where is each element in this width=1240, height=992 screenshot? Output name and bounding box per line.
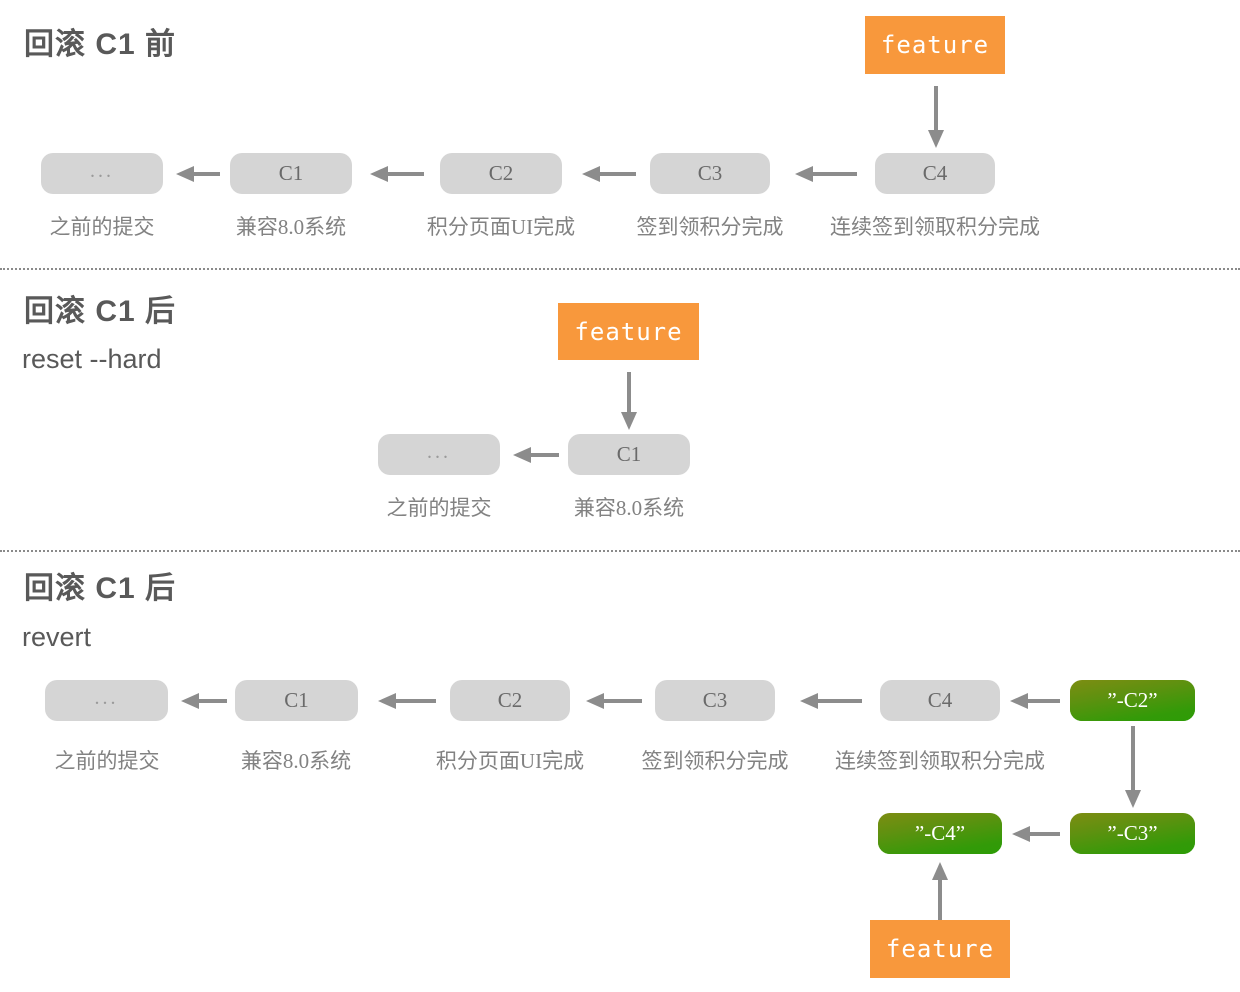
section-3-arrow-feature-to-revertc4	[932, 862, 948, 920]
section-2-node-1: C1	[568, 434, 690, 475]
section-3-revert-node-c4: ”-C4”	[878, 813, 1002, 854]
node-label: C1	[616, 442, 642, 466]
section-2-arrow-c1-to-dots	[513, 446, 559, 464]
section-3-arrow-c3-to-c2	[586, 692, 642, 710]
section-2-title: 回滚 C1 后	[24, 295, 177, 328]
section-1-caption-1: 兼容8.0系统	[235, 215, 347, 239]
section-3-node-3: C3	[655, 680, 775, 721]
section-3-arrow-revertc2-to-c4	[1010, 692, 1060, 710]
node-label: C2	[497, 688, 523, 712]
section-3-caption-0: 之前的提交	[54, 749, 160, 773]
section-2-branch-label-feature: feature	[558, 303, 699, 360]
section-1-branch-label-feature: feature	[865, 16, 1005, 74]
section-1-caption-2: 积分页面UI完成	[426, 215, 576, 239]
separator-2	[0, 550, 1240, 552]
node-label: ”-C3”	[1107, 821, 1158, 845]
section-3-node-0: ...	[45, 680, 168, 721]
section-2-caption-0: 之前的提交	[386, 496, 492, 520]
node-label: C1	[278, 161, 304, 185]
section-1-arrow-c2-to-c1	[370, 165, 424, 183]
node-label: ...	[94, 686, 119, 709]
section-3-arrow-c2-to-c1	[378, 692, 436, 710]
section-1-arrow-feature-to-c4	[928, 86, 944, 150]
section-3-caption-1: 兼容8.0系统	[240, 749, 352, 773]
separator-1	[0, 268, 1240, 270]
branch-label-text: feature	[880, 31, 990, 59]
section-3-title: 回滚 C1 后	[24, 572, 177, 605]
branch-label-text: feature	[574, 317, 683, 346]
section-1-arrow-c3-to-c2	[582, 165, 636, 183]
branch-label-text: feature	[885, 935, 995, 963]
section-1-caption-0: 之前的提交	[49, 215, 155, 239]
section-1-node-3: C3	[650, 153, 770, 194]
section-1-node-0: ...	[41, 153, 163, 194]
section-3-arrow-c1-to-dots	[181, 692, 227, 710]
section-1-arrow-c4-to-c3	[795, 165, 857, 183]
section-3-revert-node-c3: ”-C3”	[1070, 813, 1195, 854]
node-label: C4	[927, 688, 953, 712]
node-label: ”-C4”	[914, 821, 966, 845]
section-3-subtitle: revert	[22, 622, 92, 652]
node-label: ”-C2”	[1107, 688, 1158, 712]
section-3-arrow-revertc3-to-revertc4	[1012, 825, 1060, 843]
section-3-node-1: C1	[235, 680, 358, 721]
section-3-branch-label-feature: feature	[870, 920, 1010, 978]
node-label: C2	[488, 161, 514, 185]
node-label: C3	[702, 688, 728, 712]
node-label: C4	[922, 161, 948, 185]
section-3-caption-4: 连续签到领取积分完成	[835, 749, 1045, 773]
section-3-node-2: C2	[450, 680, 570, 721]
section-2-arrow-feature-to-c1	[621, 372, 637, 432]
section-3-caption-2: 积分页面UI完成	[435, 749, 585, 773]
section-1-node-1: C1	[230, 153, 352, 194]
section-1-node-4: C4	[875, 153, 995, 194]
section-2-caption-1: 兼容8.0系统	[573, 496, 685, 520]
section-2-subtitle: reset --hard	[22, 344, 162, 374]
node-label: C1	[284, 688, 309, 712]
node-label: C3	[697, 161, 723, 185]
section-1-caption-4: 连续签到领取积分完成	[830, 215, 1040, 239]
section-1-title: 回滚 C1 前	[24, 28, 177, 61]
node-label: ...	[427, 440, 451, 463]
section-1-caption-3: 签到领积分完成	[636, 215, 784, 239]
section-1-arrow-c1-to-dots	[176, 165, 220, 183]
section-2-node-0: ...	[378, 434, 500, 475]
section-3-arrow-c4-to-c3	[800, 692, 862, 710]
section-3-arrow-revertc2-to-revertc3	[1125, 726, 1141, 810]
node-label: ...	[90, 159, 114, 182]
section-3-node-4: C4	[880, 680, 1000, 721]
section-1-node-2: C2	[440, 153, 562, 194]
section-3-revert-node-c2: ”-C2”	[1070, 680, 1195, 721]
section-3-caption-3: 签到领积分完成	[641, 749, 789, 773]
